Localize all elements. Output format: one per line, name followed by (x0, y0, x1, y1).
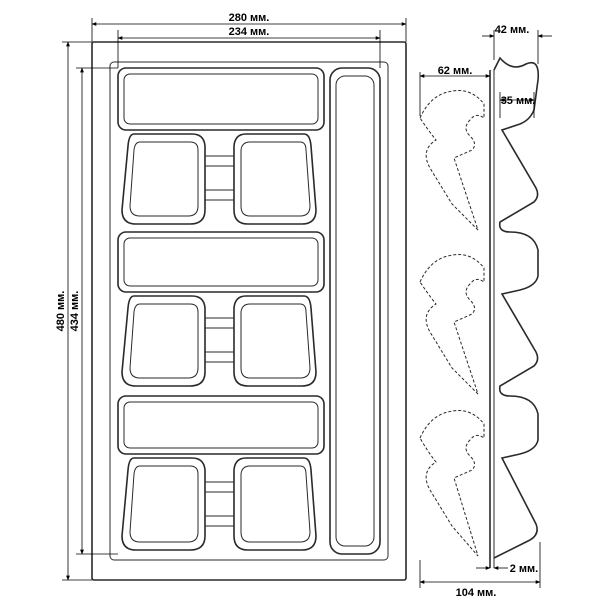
cup-row-2 (121, 295, 317, 387)
dim-side-top: 42 мм. (495, 24, 530, 36)
compartment-middle-long (117, 231, 325, 293)
dim-side-depth: 62 мм. (438, 65, 473, 77)
compartment-lower-long (117, 395, 325, 455)
tray-top-view: 280 мм. 234 мм. 480 мм. 434 мм. (55, 12, 407, 581)
tray-side-profile: 42 мм. 62 мм. 35 мм. 2 мм. 104 мм. (419, 24, 552, 599)
dim-outer-width: 280 мм. (229, 12, 270, 24)
side-cup-2 (419, 254, 485, 395)
dim-inner-height: 434 мм. (69, 291, 81, 332)
tray-outer-frame (91, 41, 407, 581)
dim-outer-height: 480 мм. (55, 291, 67, 332)
dim-side-total: 104 мм. (456, 587, 497, 599)
dim-side-wall: 2 мм. (510, 563, 539, 575)
side-cup-3 (419, 410, 485, 557)
dim-side-step: 35 мм. (501, 95, 536, 107)
cup-row-3 (121, 457, 317, 551)
tray-inner-panel (109, 61, 389, 561)
side-profile-outline (493, 56, 540, 559)
dim-inner-width: 234 мм. (229, 26, 270, 38)
side-cup-1 (419, 90, 485, 231)
compartment-top-long (117, 67, 325, 131)
compartment-right-tall (329, 67, 381, 555)
cup-row-1 (121, 133, 317, 225)
